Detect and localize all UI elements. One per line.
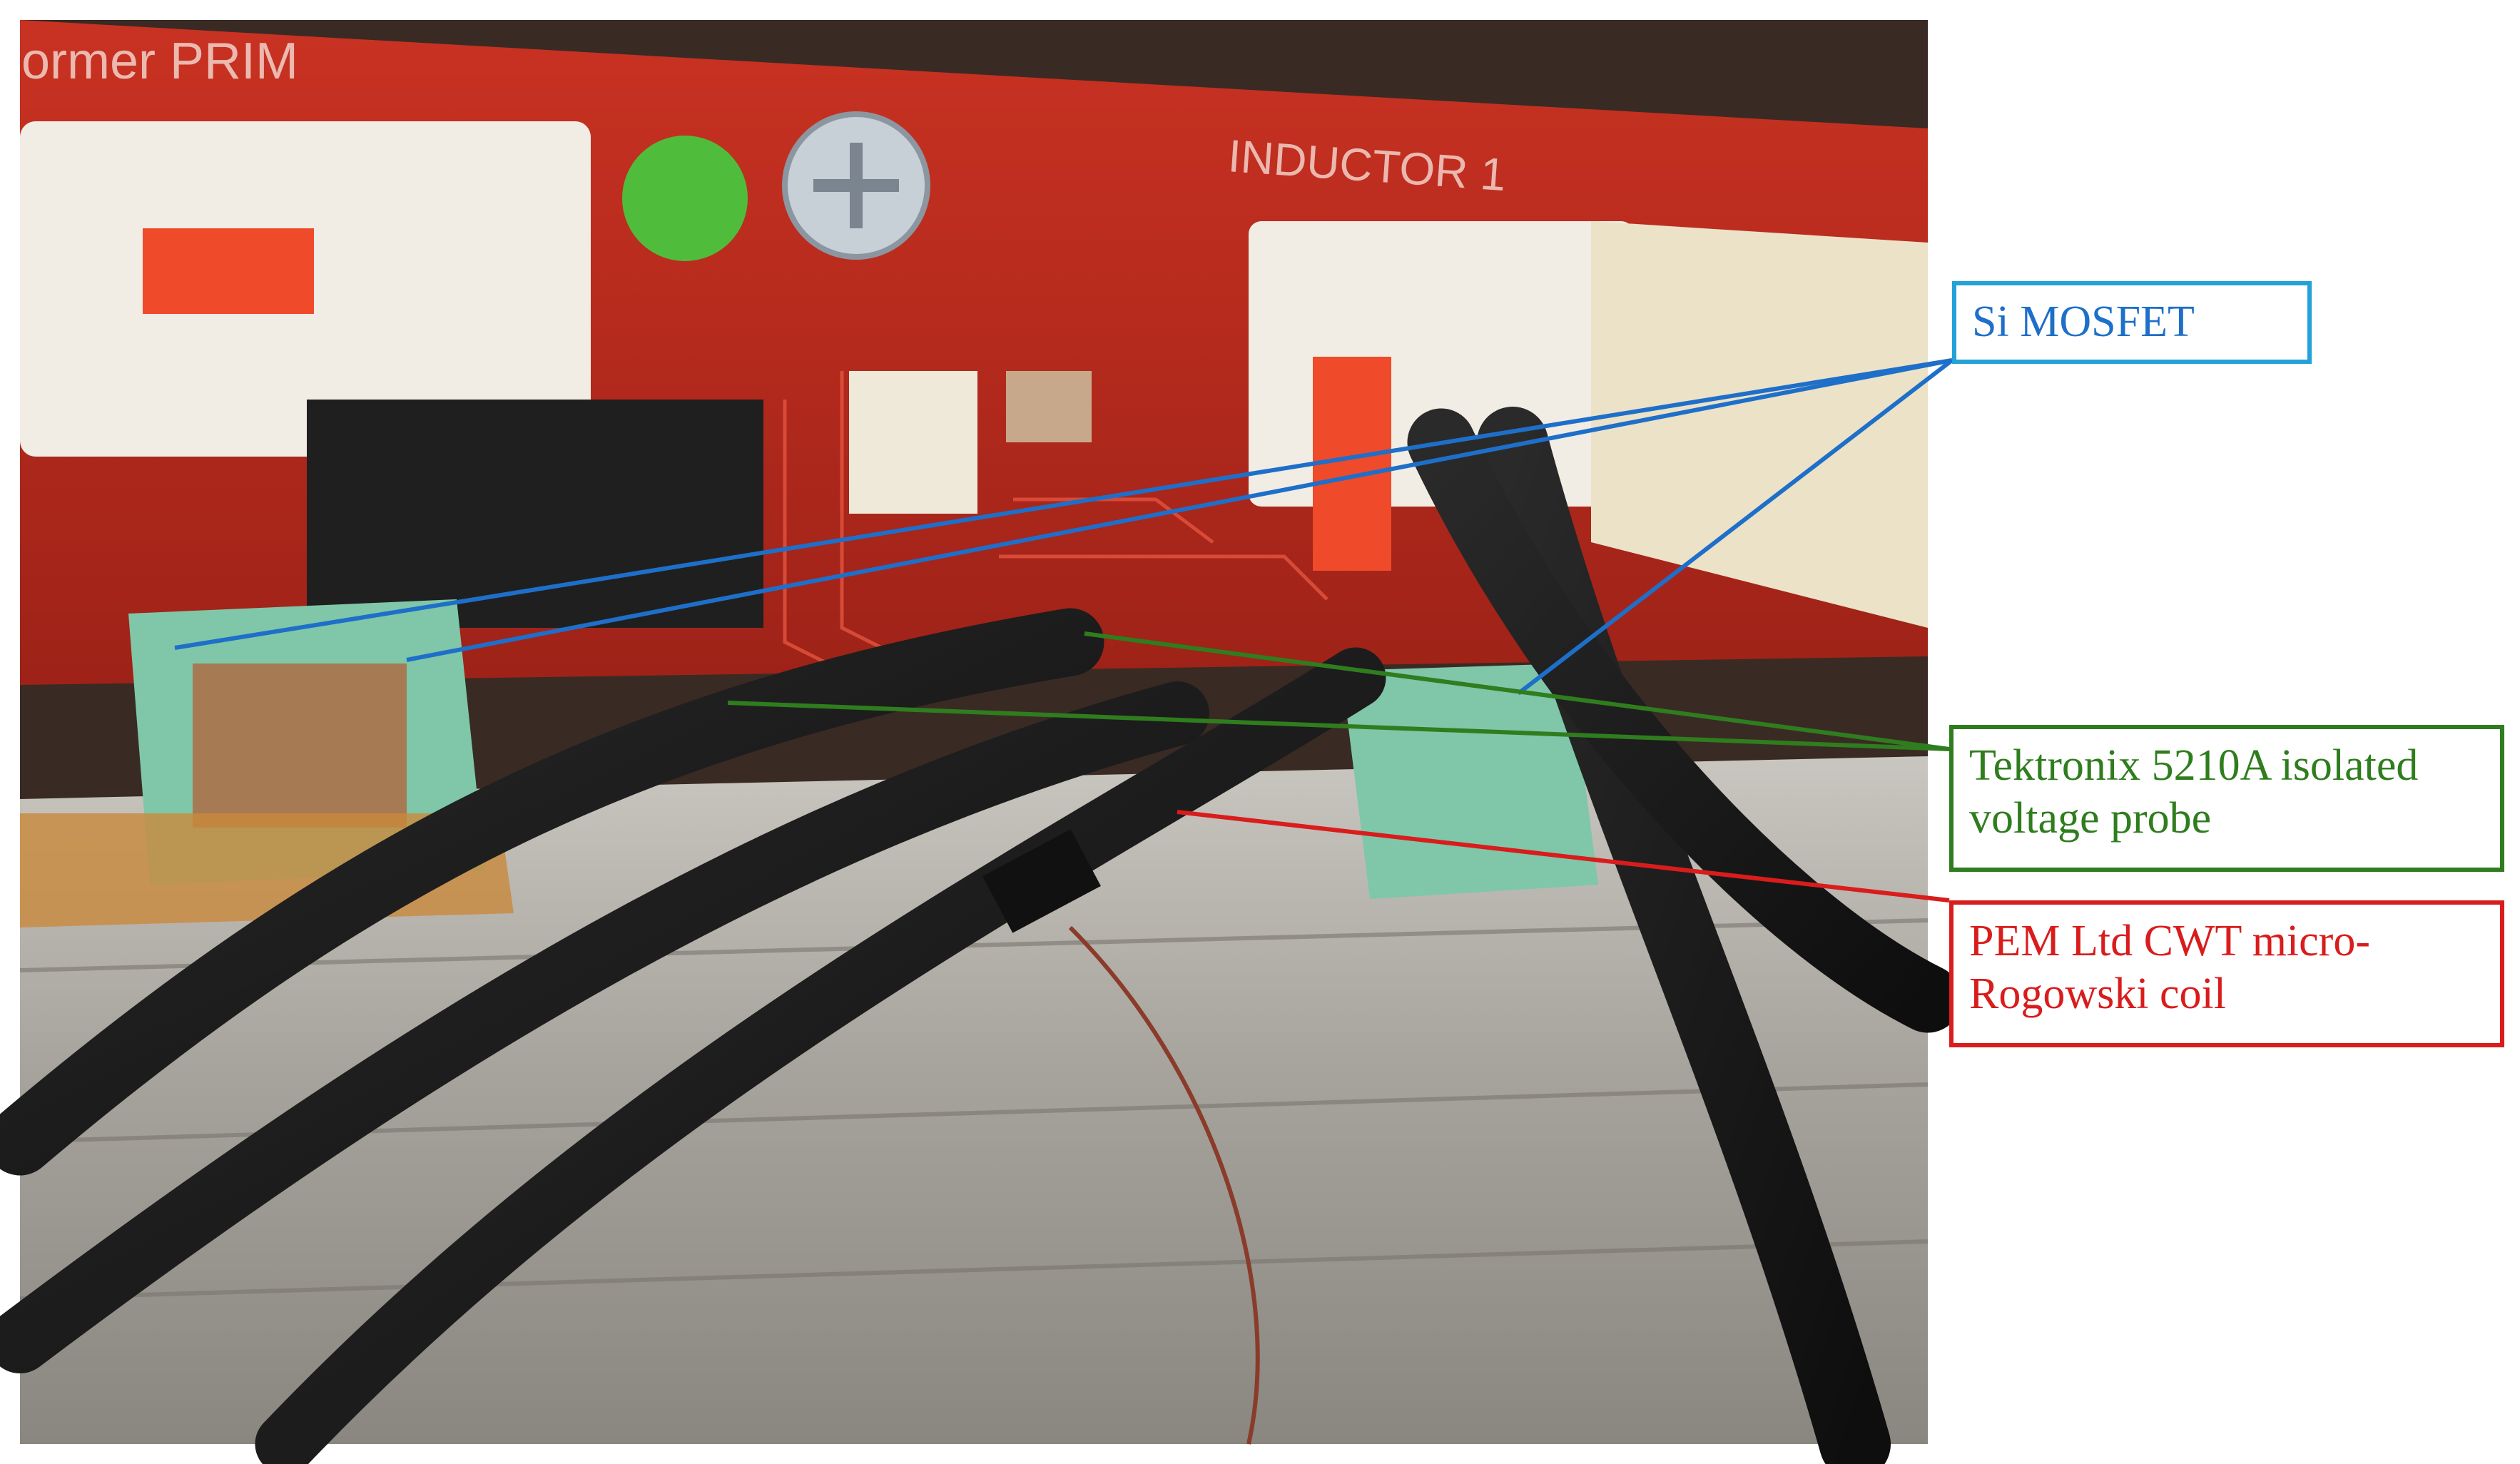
callout-rogowski-line2: Rogowski coil [1969, 970, 2226, 1019]
mosfet-pointer-3 [1517, 358, 1953, 696]
relay-block [307, 400, 763, 628]
green-led [622, 136, 748, 261]
ic-chip [849, 371, 977, 514]
callout-lines [174, 358, 1953, 903]
voltage-pointer-2 [727, 701, 1950, 751]
probe-cables [0, 407, 1962, 1464]
cable-2 [0, 681, 1209, 1373]
cable-1 [0, 608, 1104, 1176]
voltage-pointer-1 [1084, 631, 1950, 751]
screw-slot [813, 143, 899, 228]
rogowski-pointer [1177, 810, 1950, 903]
rogowski-clip [982, 829, 1101, 933]
callout-voltage-probe-line2: voltage probe [1969, 794, 2212, 843]
callout-rogowski-coil: PEM Ltd CWT micro- Rogowski coil [1949, 900, 2504, 1047]
callout-si-mosfet: Si MOSFET [1952, 281, 2312, 364]
mosfet-pointer-2 [406, 358, 1953, 662]
callout-voltage-probe: Tektronix 5210A isolated voltage probe [1949, 725, 2504, 872]
left-connector-latch [143, 228, 314, 314]
cable-3 [255, 647, 1386, 1464]
callout-voltage-probe-line1: Tektronix 5210A isolated [1969, 741, 2419, 790]
photo: ormer PRIM INDUCTOR 1 [0, 20, 1962, 1464]
silkscreen-transformer-label: ormer PRIM [21, 33, 298, 90]
capacitor [1006, 371, 1092, 442]
callout-si-mosfet-label: Si MOSFET [1972, 298, 2195, 346]
callout-rogowski-line1: PEM Ltd CWT micro- [1969, 917, 2370, 965]
cable-5 [1407, 408, 1962, 1033]
mosfet-pointer-1 [174, 358, 1953, 650]
cream-block [1591, 221, 1928, 628]
mosfet-left-tab [193, 664, 407, 828]
rogowski-wire [1068, 925, 1260, 1445]
